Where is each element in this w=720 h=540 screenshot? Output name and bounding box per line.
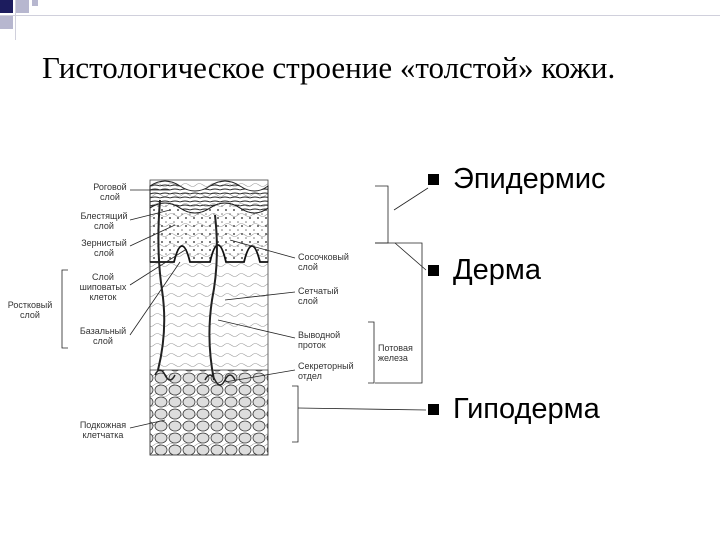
label-rostkovyy-sloy: Ростковый слой — [7, 300, 53, 320]
label-setchatyy-sloy: Сетчатый слой — [298, 286, 339, 306]
corner-square-light-3 — [32, 0, 38, 6]
bullet-square-icon — [428, 174, 439, 185]
bullet-hypoderma-label: Гиподерма — [453, 393, 600, 425]
label-sosochkovyy-sloy: Сосочковый слой — [298, 252, 349, 272]
corner-square-light-1 — [16, 0, 29, 13]
corner-square-light-2 — [0, 16, 13, 29]
skin-histology-illustration — [61, 179, 429, 456]
label-vyvodnoy-protok: Выводной проток — [298, 330, 341, 350]
bullet-epidermis-label: Эпидермис — [453, 163, 606, 195]
left-divider-line — [15, 0, 16, 40]
corner-square-dark-1 — [0, 0, 13, 13]
slide-title: Гистологическое строение «толстой» кожи. — [42, 50, 616, 85]
label-bazalnyy-sloy: Базальный слой — [79, 326, 127, 346]
label-sekretornyy-otdel: Секреторный отдел — [298, 361, 354, 381]
bullet-derma: Дерма — [428, 254, 541, 287]
bullet-square-icon — [428, 265, 439, 276]
label-podkozhnaya-kletchatka: Подкожная клетчатка — [79, 420, 127, 440]
label-rogovoy-sloy: Роговой слой — [93, 182, 127, 202]
bullet-hypoderma: Гиподерма — [428, 393, 600, 426]
top-divider-line — [0, 15, 720, 16]
label-zernistyy-sloy: Зернистый слой — [81, 238, 127, 258]
label-sloy-shipovatykh: Слой шиповатых клеток — [79, 272, 127, 302]
label-blestyashchiy-sloy: Блестящий слой — [80, 211, 128, 231]
label-potovaya-zheleza: Потовая железа — [378, 343, 413, 363]
bullet-epidermis: Эпидермис — [428, 163, 606, 196]
bullet-square-icon — [428, 404, 439, 415]
bullet-derma-label: Дерма — [453, 254, 541, 286]
